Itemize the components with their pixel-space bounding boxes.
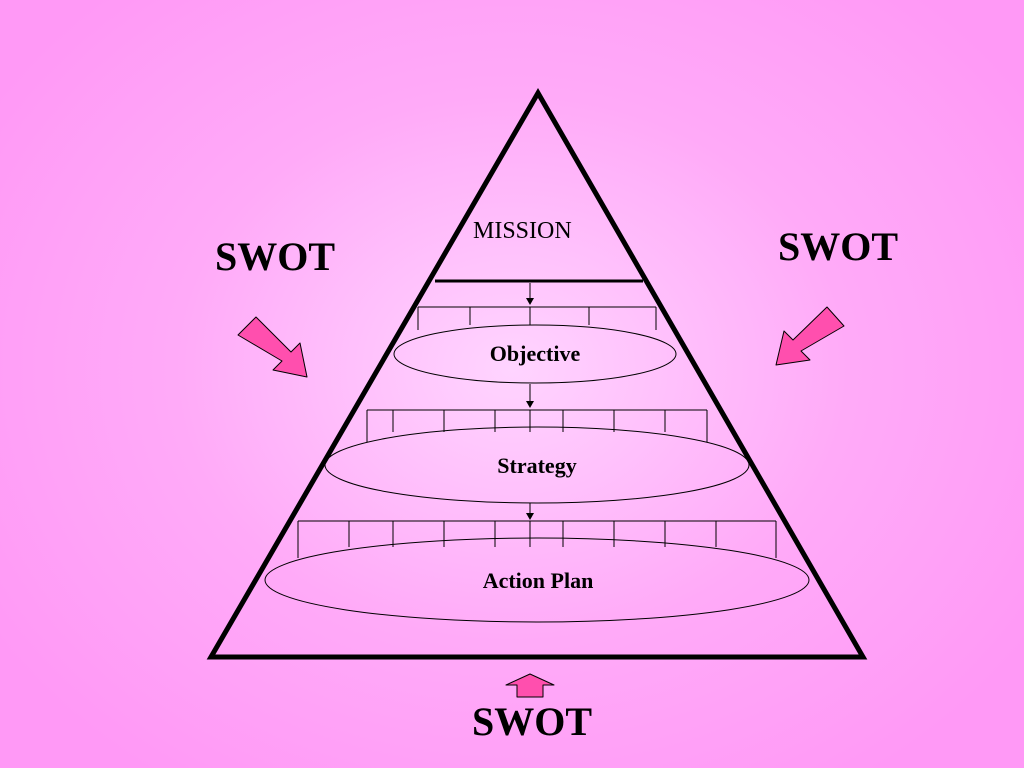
- objective-ellipse: [393, 324, 677, 384]
- strategy-label: Strategy: [497, 453, 577, 478]
- bracket-objective: [417, 306, 657, 330]
- swot-right-arrow-icon: [775, 306, 845, 366]
- action-plan-label: Action Plan: [482, 568, 594, 593]
- strategy-ellipse: [324, 426, 750, 504]
- pyramid-outline: [206, 88, 868, 660]
- connector-mission-objective: [526, 283, 534, 305]
- swot-right-label: SWOT: [778, 224, 899, 269]
- bracket-strategy: [366, 409, 708, 442]
- mission-label: MISSION: [473, 218, 572, 244]
- connector-objective-strategy: [526, 384, 534, 408]
- swot-bottom-label: SWOT: [472, 699, 593, 744]
- swot-bottom-arrow-icon: [505, 673, 555, 698]
- swot-left-arrow-icon: [237, 316, 308, 378]
- swot-left-label: SWOT: [215, 234, 336, 279]
- objective-label: Objective: [489, 341, 581, 366]
- action-plan-ellipse: [264, 537, 810, 623]
- connector-strategy-action: [526, 503, 534, 520]
- bracket-action-plan: [297, 520, 777, 558]
